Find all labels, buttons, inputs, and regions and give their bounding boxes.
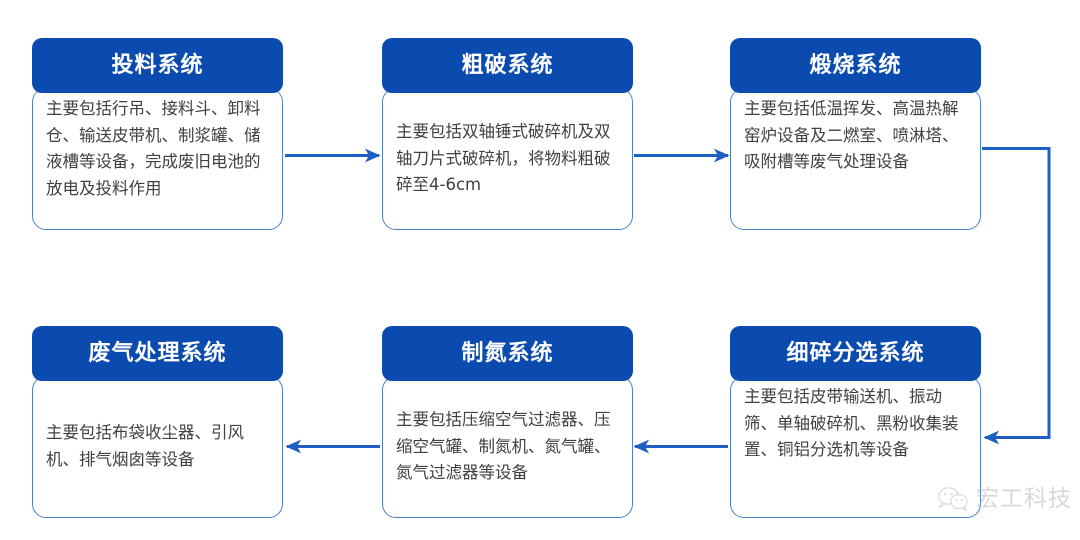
node-feeding-body: 主要包括行吊、接料斗、卸料仓、输送皮带机、制浆罐、储液槽等设备，完成废旧电池的放… xyxy=(32,88,283,230)
node-feeding-description: 主要包括行吊、接料斗、卸料仓、输送皮带机、制浆罐、储液槽等设备，完成废旧电池的放… xyxy=(46,99,261,199)
node-exhaust-gas-treatment-header: 废气处理系统 xyxy=(32,326,283,381)
node-fine-crushing-sorting-description: 主要包括皮带输送机、振动筛、单轴破碎机、黑粉收集装置、铜铝分选机等设备 xyxy=(744,387,959,460)
node-coarse-crushing-header: 粗破系统 xyxy=(382,38,633,93)
node-exhaust-gas-treatment-description: 主要包括布袋收尘器、引风机、排气烟囱等设备 xyxy=(46,423,244,469)
node-calcination-body: 主要包括低温挥发、高温热解窑炉设备及二燃室、喷淋塔、吸附槽等废气处理设备 xyxy=(730,88,981,230)
node-feeding-header: 投料系统 xyxy=(32,38,283,93)
node-calcination-title: 煅烧系统 xyxy=(809,52,902,78)
node-feeding-title: 投料系统 xyxy=(111,52,204,78)
wechat-icon xyxy=(937,486,969,512)
node-fine-crushing-sorting-header: 细碎分选系统 xyxy=(730,326,981,381)
node-calcination-header: 煅烧系统 xyxy=(730,38,981,93)
node-nitrogen-generation-description: 主要包括压缩空气过滤器、压缩空气罐、制氮机、氮气罐、氮气过滤器等设备 xyxy=(396,409,611,483)
node-fine-crushing-sorting-title: 细碎分选系统 xyxy=(786,340,925,366)
node-nitrogen-generation-title: 制氮系统 xyxy=(461,340,554,366)
node-coarse-crushing-body: 主要包括双轴锤式破碎机及双轴刀片式破碎机，将物料粗破碎至4-6cm xyxy=(382,88,633,230)
node-calcination-description: 主要包括低温挥发、高温热解窑炉设备及二燃室、喷淋塔、吸附槽等废气处理设备 xyxy=(744,99,959,172)
node-coarse-crushing-title: 粗破系统 xyxy=(461,52,554,78)
watermark-label: 宏工科技 xyxy=(976,485,1072,512)
connector-calcination-to-fine-crushing-sorting xyxy=(982,147,1051,445)
node-nitrogen-generation-body: 主要包括压缩空气过滤器、压缩空气罐、制氮机、氮气罐、氮气过滤器等设备 xyxy=(382,376,633,518)
node-coarse-crushing-description: 主要包括双轴锤式破碎机及双轴刀片式破碎机，将物料粗破碎至4-6cm xyxy=(396,121,611,195)
node-exhaust-gas-treatment-title: 废气处理系统 xyxy=(88,340,227,366)
node-exhaust-gas-treatment-body: 主要包括布袋收尘器、引风机、排气烟囱等设备 xyxy=(32,376,283,518)
watermark: 宏工科技 xyxy=(937,486,1072,512)
node-nitrogen-generation-header: 制氮系统 xyxy=(382,326,633,381)
